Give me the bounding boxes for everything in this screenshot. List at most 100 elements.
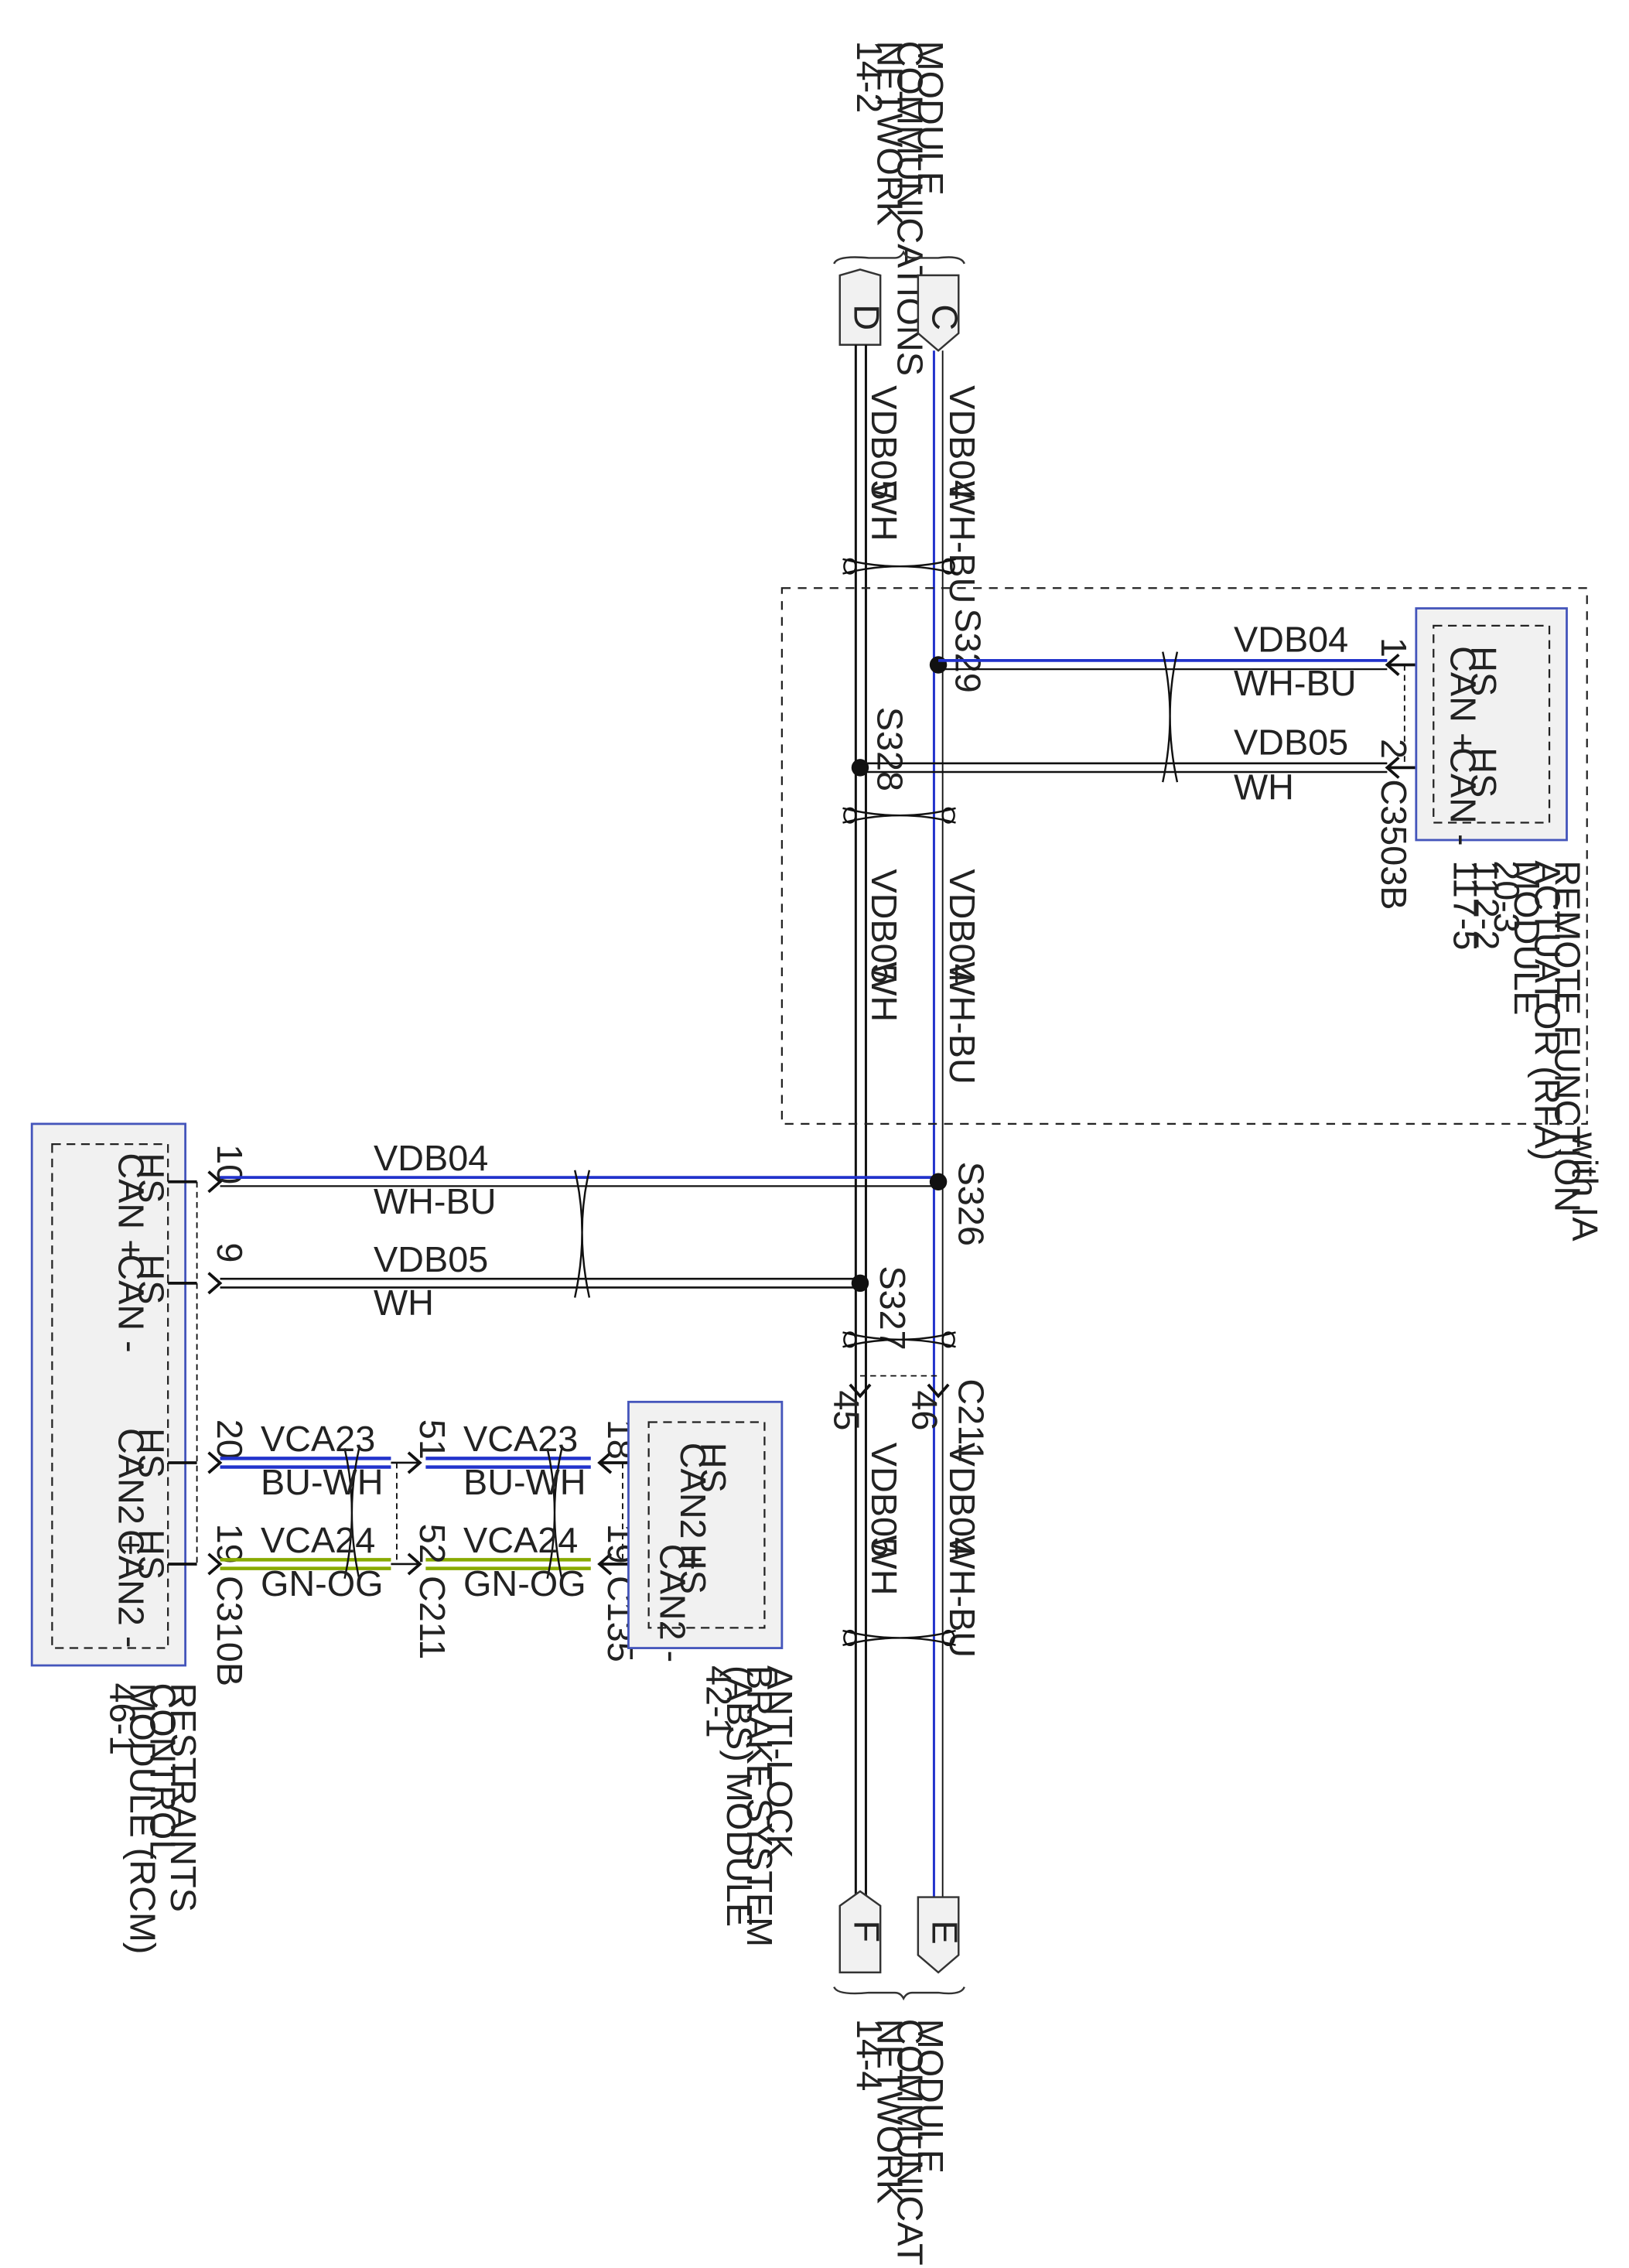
bottom-ref-line1: MODULE [910,2019,951,2174]
svg-text:(ABS) MODULE: (ABS) MODULE [719,1665,760,1927]
connector-d: D [838,268,886,346]
rcm-wire-vdb04 [168,1170,939,1194]
vdb05-trunk [854,344,867,1901]
ia-trunk-whbu-label: WH-BU [942,962,982,1084]
rcm-pin19-num: 19 [210,1524,250,1564]
c211-pin46-arrow [927,1383,950,1399]
rfa-pin1-label-hs: HS [1463,646,1504,696]
svg-text:20-3: 20-3 [1487,860,1527,933]
abs-module: HS CAN2 + HS CAN2 - [627,1400,784,1662]
rfa-wire-vdb04 [938,653,1416,676]
svg-text:42-1: 42-1 [699,1665,739,1738]
splice-s328 [851,759,869,777]
top-brace [833,250,965,265]
rcm-wire-vdb05 [168,1272,860,1295]
rfa-module-name: REMOTE FUNCTION ACTUATOR (RFA) MODULE 20… [1446,860,1587,1212]
connector-c-label: C [925,304,965,330]
c211-pin52: 52 [412,1524,452,1564]
rcm-pin9-hs: HS [131,1254,172,1304]
splice-s326 [929,1173,948,1191]
rcm-pin20-can: CAN2 + [111,1428,152,1556]
twist-symbol-rcm-can [573,1170,591,1298]
bottom-wh-label: WH [864,1535,904,1596]
rfa-pin2-label-hs: HS [1463,747,1504,798]
twist-symbol-lower-2 [842,1629,956,1647]
rfa-pin2: 2 [1374,739,1414,759]
svg-text:RESTRAINTS: RESTRAINTS [163,1682,203,1911]
bottom-whbu-label: WH-BU [942,1535,982,1658]
twist-symbol-can2-a [343,1447,360,1579]
c211-pin46: 46 [904,1390,944,1430]
rcm-pin10-hs: HS [131,1153,172,1203]
ia-trunk-vdb05-label: VDB05 [864,869,904,983]
s326-label: S326 [951,1162,991,1246]
s329-label: S329 [948,608,989,692]
rcm-pin20-num: 20 [210,1419,250,1460]
top-wh-label: WH [864,481,904,541]
bottom-ref-line4: 14-4 [849,2019,890,2092]
rcm-pin19-hs: HS [131,1529,172,1580]
s327-label: S327 [873,1266,913,1350]
rcm-module: HS CAN + HS CAN - HS CAN2 + HS CAN2 - [30,1122,187,1667]
twist-symbol-rfa [1162,651,1179,783]
rfa-pin1-label-can: CAN + [1443,646,1484,753]
rcm-module-name: RESTRAINTS CONTROL MODULE (RCM) 46-1 [102,1682,203,1954]
can2-vca23-a: VCA23 [261,1419,375,1459]
splice-s329 [929,656,948,674]
can2-plus-wire-a [168,1451,391,1474]
svg-text:MODULE (RCM): MODULE (RCM) [122,1682,162,1954]
can2-vca23-b: VCA23 [463,1419,578,1459]
can2-gnog-a: GN-OG [261,1563,384,1604]
can2-minus-wire-a [168,1552,391,1576]
bottom-ref-line2: COMMUNICATIONS [890,2019,931,2268]
twist-symbol-ia-trunk [842,807,956,824]
twist-symbol-top [842,558,956,575]
abs-module-name: ANTI-LOCK BRAKE SYSTEM (ABS) MODULE 42-1 [699,1665,801,1947]
c211-pin45-arrow [849,1383,872,1399]
bottom-network-ref: MODULE COMMUNICATIONS NETWORK 14-4 [849,2019,951,2268]
top-ref-line1: MODULE [910,41,951,196]
svg-text:REMOTE FUNCTION: REMOTE FUNCTION [1548,860,1588,1212]
rfa-pin1: 1 [1374,637,1414,658]
can2-buwh-b: BU-WH [463,1462,586,1502]
abs-pin19-can: CAN2 - [653,1544,693,1662]
rfa-wire-vdb05 [859,756,1416,779]
connector-d-label: D [846,304,886,330]
abs-pin18-can: CAN2 + [673,1443,713,1570]
svg-text:CONTROL: CONTROL [143,1682,183,1860]
can2-buwh-a: BU-WH [261,1462,384,1502]
abs-pin18-hs: HS [693,1443,733,1493]
top-ref-line3: NETWORK [869,41,910,226]
with-ia-label: with IA [1565,1132,1605,1242]
top-network-ref: MODULE COMMUNICATIONS NETWORK 14-2 [849,41,951,376]
connector-e: E [917,1896,965,1974]
mid-wh-label: WH [374,1283,434,1323]
connector-c: C [917,274,965,352]
mid-vdb04-label: VDB04 [374,1138,488,1178]
rcm-pin9-can: CAN - [111,1254,152,1352]
rfa-vdb05-label: VDB05 [1234,722,1348,763]
can2-vca24-b: VCA24 [463,1520,578,1560]
connector-f: F [838,1890,886,1974]
with-ia-box [780,587,1588,1125]
abs-pin19-hs: HS [673,1544,713,1594]
ia-trunk-wh-label: WH [864,962,904,1022]
svg-text:ACTUATOR (RFA): ACTUATOR (RFA) [1527,860,1567,1160]
twist-symbol-lower-1 [842,1331,956,1348]
top-ref-line4: 14-2 [849,41,890,114]
svg-text:BRAKE SYSTEM: BRAKE SYSTEM [739,1665,780,1947]
c3503b-label: C3503B [1374,779,1414,910]
can2-minus-wire-b [391,1552,629,1576]
s328-label: S328 [869,707,910,791]
svg-text:112-2: 112-2 [1467,860,1507,950]
rfa-wh-label: WH [1234,767,1294,808]
rcm-pin19-can: CAN2 - [111,1529,152,1648]
can2-plus-wire-b [391,1451,629,1474]
can2-vca24-a: VCA24 [261,1520,375,1560]
connector-e-label: E [925,1920,965,1944]
c211-label-can2: C211 [412,1576,452,1659]
twist-symbol-can2-b [546,1447,563,1579]
rcm-pin9-num: 9 [210,1242,250,1262]
c211-pin45: 45 [826,1390,866,1430]
